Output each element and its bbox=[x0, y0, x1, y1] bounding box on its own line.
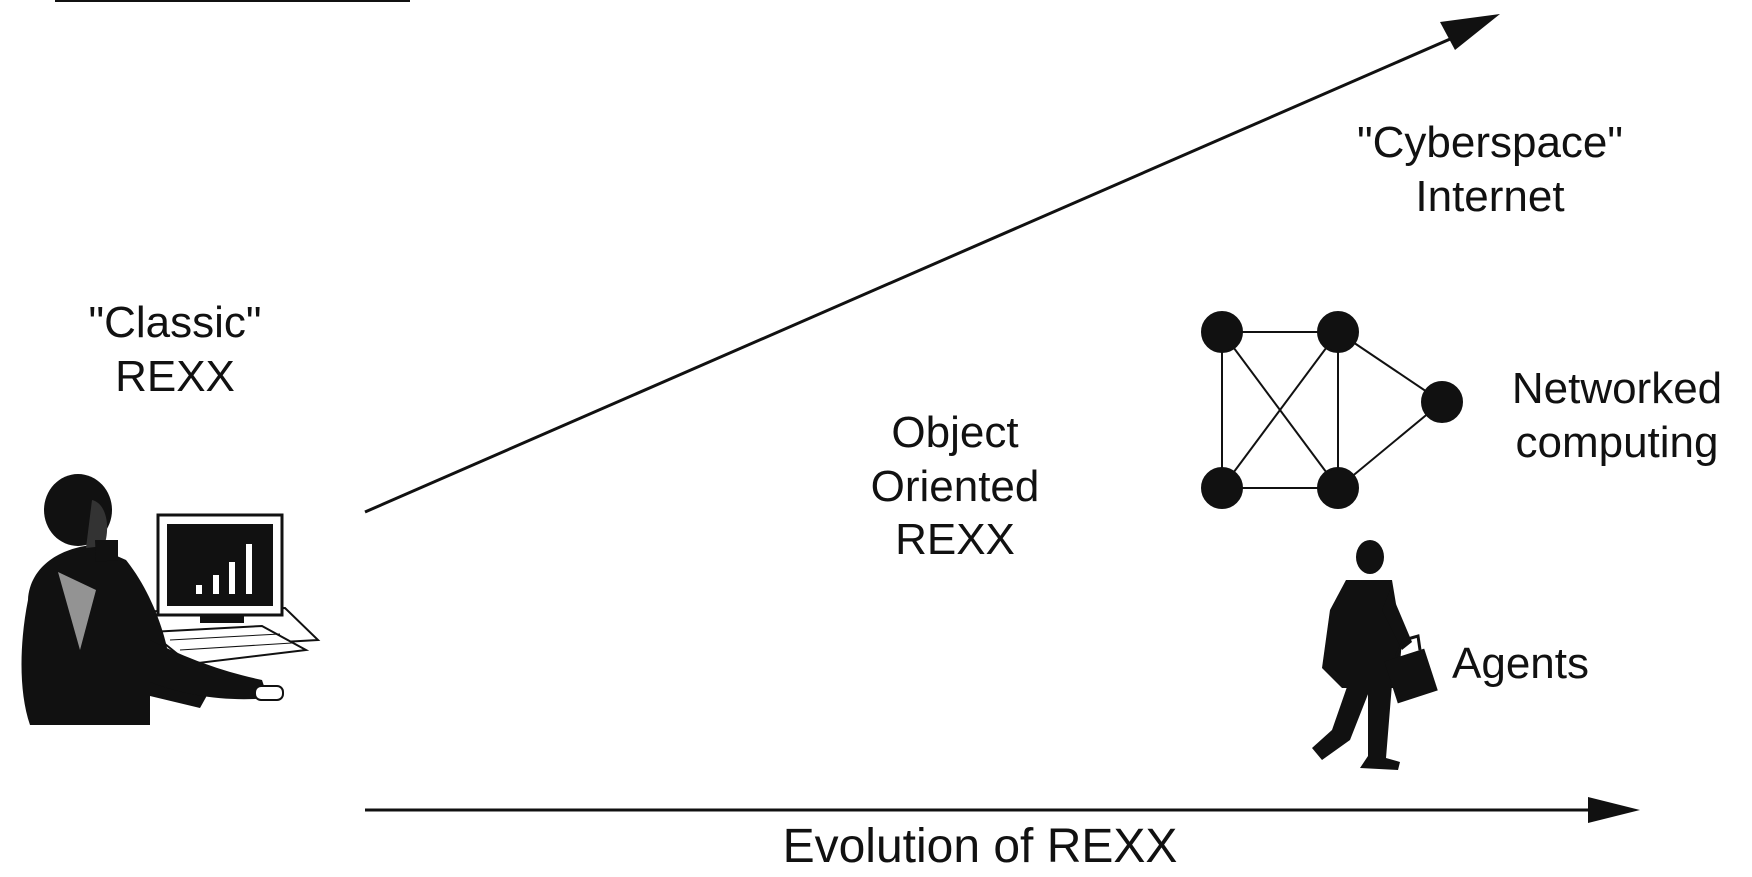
cyber-label-line1: "Cyberspace" bbox=[1356, 118, 1624, 167]
axis-title-text: Evolution of REXX bbox=[782, 820, 1178, 873]
evolution-axis-title: Evolution of REXX bbox=[720, 818, 1240, 877]
agents-label-text: Agents bbox=[1452, 639, 1589, 688]
cyberspace-internet-label: "Cyberspace" Internet bbox=[1310, 116, 1670, 223]
person-at-computer-icon bbox=[21, 474, 321, 725]
walking-businessman-icon bbox=[1312, 540, 1438, 770]
network-node bbox=[1421, 381, 1463, 423]
growth-arrow bbox=[364, 14, 1500, 514]
networked-computing-label: Networked computing bbox=[1482, 362, 1752, 469]
cyber-label-line2: Internet bbox=[1415, 171, 1565, 221]
network-node bbox=[1201, 311, 1243, 353]
network-graph-icon bbox=[1201, 311, 1463, 509]
network-node bbox=[1317, 311, 1359, 353]
evolution-axis-arrow bbox=[365, 797, 1640, 823]
classic-label-line1: "Classic" bbox=[88, 298, 262, 347]
oo-label-line1: Object bbox=[891, 408, 1019, 457]
network-node bbox=[1201, 467, 1243, 509]
object-oriented-rexx-label: Object Oriented REXX bbox=[820, 406, 1090, 567]
agents-label: Agents bbox=[1452, 637, 1662, 691]
classic-rexx-label: "Classic" REXX bbox=[40, 296, 310, 403]
network-node bbox=[1317, 467, 1359, 509]
classic-label-line2: REXX bbox=[115, 351, 235, 401]
oo-label-line3: REXX bbox=[895, 515, 1015, 565]
network-label-line1: Networked bbox=[1511, 364, 1723, 413]
oo-label-line2: Oriented bbox=[870, 461, 1040, 511]
network-label-line2: computing bbox=[1515, 417, 1719, 467]
